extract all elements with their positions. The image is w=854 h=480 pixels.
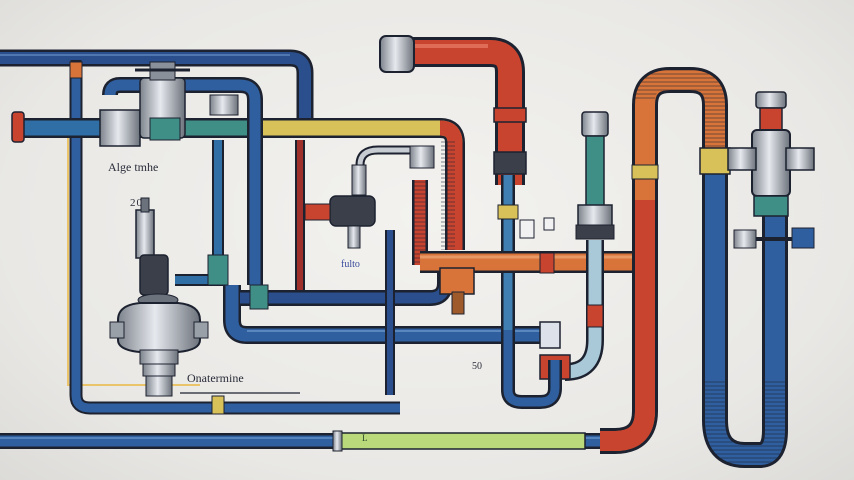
right-cross-valve <box>727 91 815 249</box>
red-ribbed-pipe <box>295 140 428 290</box>
pipe-cap-icon <box>379 35 415 73</box>
center-faucet-valve <box>304 145 435 249</box>
band-text-label: L <box>362 433 368 443</box>
small-tag-label: 50 <box>472 361 482 372</box>
lower-navy-loop <box>501 330 562 409</box>
tank-icon <box>117 302 201 353</box>
valve-tag-label: fulto <box>341 259 360 270</box>
gauge-tag-label: 20 <box>130 197 143 209</box>
pipe-tag-label: Alge tmhe <box>108 160 159 174</box>
pressure-gauge-assembly <box>109 197 209 397</box>
coupling-yellow <box>211 395 225 415</box>
orange-horizontal-pipe <box>420 249 649 315</box>
left-riser-pipe <box>69 60 400 415</box>
small-squares <box>519 217 555 239</box>
top-navy-pipe <box>0 49 314 120</box>
green-band <box>339 432 586 450</box>
ribbed-orange-loop <box>600 67 788 468</box>
valve-cluster-left <box>99 61 263 285</box>
unit-tag-label: Onatermine <box>187 371 244 385</box>
bottom-main-pipe <box>0 430 600 452</box>
